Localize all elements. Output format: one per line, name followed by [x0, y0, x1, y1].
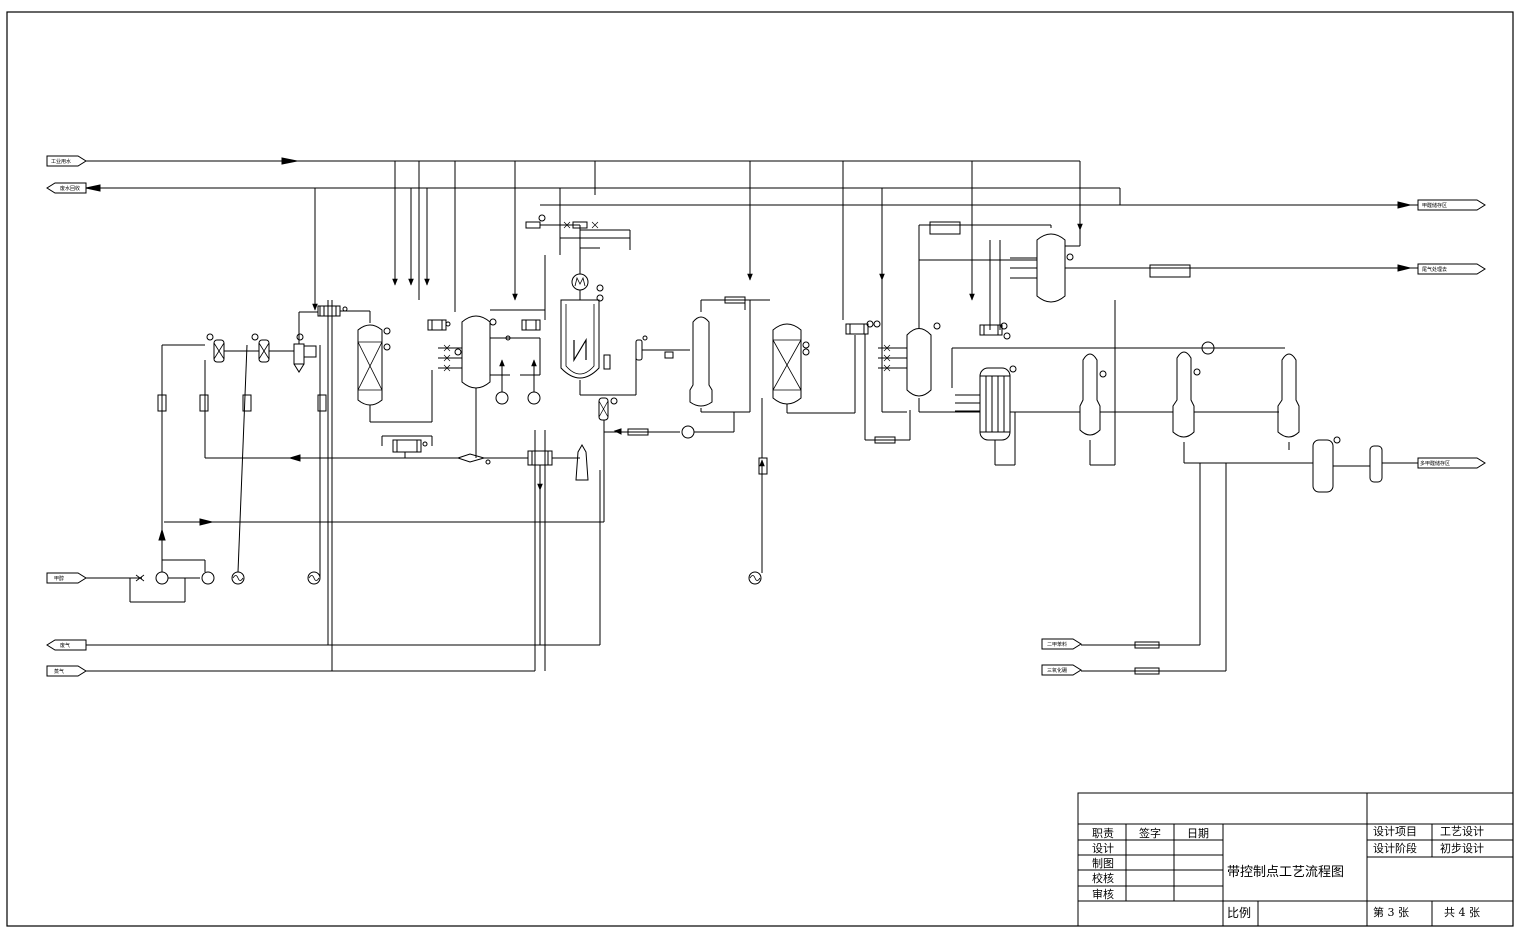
collection-drum [575, 443, 589, 481]
circulation-pump-icon [495, 391, 509, 405]
stream-tag-product-1: 甲醛储存区 [1417, 199, 1486, 211]
extraction-section [951, 341, 1418, 675]
product-drum [1369, 445, 1383, 483]
stream-tag-methanol: 甲醇 [46, 572, 87, 584]
tb-scale-label: 比例 [1227, 906, 1252, 920]
packed-tower [772, 323, 802, 405]
transfer-pump-icon [681, 425, 695, 439]
stream-label-in-2: 三氧化硼 [1047, 667, 1067, 674]
stream-tag-product-2: 尾气处理去 [1417, 263, 1486, 275]
tb-col-date: 日期 [1187, 827, 1209, 840]
reactor-section [317, 305, 433, 458]
flow-meter-icon [317, 394, 327, 412]
stream-label-steam: 蒸气 [54, 668, 64, 675]
absorption-tower [461, 315, 491, 389]
tb-stage-value: 初步设计 [1440, 842, 1484, 855]
stream-tag-waste-return: 废水回收 [46, 182, 87, 194]
tb-row-check: 校核 [1092, 872, 1114, 885]
stream-label-product-2: 尾气处理去 [1422, 266, 1447, 273]
filter-vessel [293, 343, 305, 365]
absorber-section [427, 309, 546, 458]
flow-meter-icon [199, 394, 209, 412]
distillation-column [689, 316, 713, 407]
tb-stage-label: 设计阶段 [1373, 842, 1417, 855]
stream-label-waste-return: 废水回收 [60, 185, 80, 192]
utility-headers [85, 157, 1121, 672]
superheater [317, 305, 341, 317]
catalyst-bed-reactor [357, 324, 383, 406]
cooler [427, 319, 447, 331]
reactor-vessel [560, 299, 600, 379]
tb-col-role: 职责 [1092, 827, 1114, 840]
agitator-motor-icon [571, 273, 589, 291]
stream-label-product-1: 甲醛储存区 [1422, 202, 1447, 209]
polymerization-reactor [456, 214, 735, 522]
flow-meter-icon [242, 394, 252, 412]
condenser [521, 319, 541, 331]
reflux-pump-icon [1201, 341, 1215, 355]
circulation-pump-icon [527, 391, 541, 405]
flow-meter-icon [758, 457, 768, 475]
feed-pump-icon [155, 571, 169, 585]
flow-meter-icon [627, 428, 649, 436]
stream-tag-product-3: 多甲醛储存区 [1417, 457, 1486, 469]
drawing-title: 带控制点工艺流程图 [1227, 865, 1345, 880]
sight-glass [603, 354, 611, 370]
tb-project-label: 设计项目 [1373, 825, 1417, 838]
distillation-column [1172, 351, 1195, 438]
distillation-column [1277, 353, 1300, 438]
drawing-border [6, 11, 1514, 927]
sight-glass [635, 339, 643, 361]
feed-section [86, 311, 460, 603]
distillation-section [635, 296, 856, 585]
stream-tag-tail-gas: 废气 [46, 639, 87, 651]
title-block [1077, 792, 1514, 927]
separator-icon [456, 453, 486, 463]
recovery-tower [1312, 439, 1334, 493]
stream-label-product-3: 多甲醛储存区 [1420, 460, 1450, 467]
tb-sheet-total: 共 4 张 [1444, 906, 1480, 919]
utility-drops [312, 161, 1116, 671]
tb-col-sign: 签字 [1139, 827, 1161, 840]
multitube-reactor [979, 367, 1011, 441]
tb-row-approve: 审核 [1092, 888, 1114, 901]
stream-label-methanol: 甲醇 [54, 575, 64, 582]
flow-meter-icon [157, 394, 167, 412]
stream-tag-in-2: 三氧化硼 [1041, 664, 1082, 676]
stream-tag-fresh-water: 工业用水 [46, 155, 87, 167]
stream-label-tail-gas: 废气 [60, 642, 70, 649]
tb-row-draw: 制图 [1092, 857, 1114, 870]
purification-section [540, 201, 1418, 444]
distillation-column [1079, 353, 1101, 436]
heat-exchanger [392, 439, 422, 453]
blower-icon [748, 571, 762, 585]
scrubber-tower [1036, 233, 1066, 303]
tb-project-value: 工艺设计 [1440, 825, 1484, 838]
stream-tag-in-1: 二甲苯料 [1041, 638, 1082, 650]
feed-injector [525, 221, 541, 229]
stripper-column [906, 328, 932, 397]
cooler [979, 324, 1003, 336]
stream-label-fresh-water: 工业用水 [51, 158, 71, 165]
tb-row-design: 设计 [1092, 842, 1114, 855]
condenser [845, 323, 869, 335]
feed-pump-icon [201, 571, 215, 585]
tb-sheet-no: 第 3 张 [1373, 906, 1409, 919]
stream-label-in-1: 二甲苯料 [1047, 641, 1067, 648]
stream-tag-steam: 蒸气 [46, 665, 87, 677]
